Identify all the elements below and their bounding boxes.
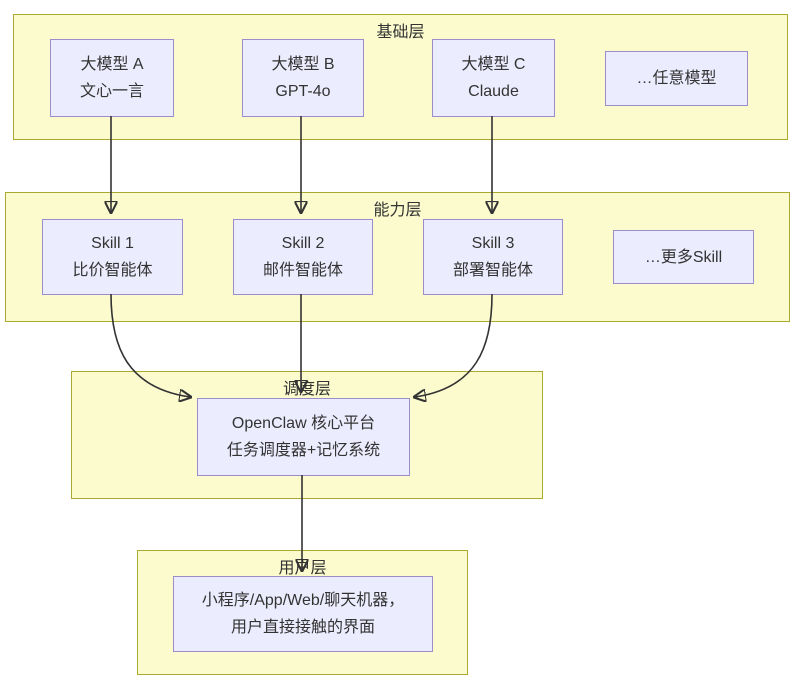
- layer-scheduling-label: 调度层: [282, 381, 331, 398]
- layer-user: 用户层 小程序/App/Web/聊天机器， 用户直接接触的界面: [137, 550, 468, 675]
- node-skill-2-line1: Skill 2: [281, 235, 325, 252]
- node-more-skills-line1: …更多Skill: [644, 248, 723, 266]
- node-skill-1: Skill 1 比价智能体: [42, 219, 183, 295]
- node-any-model-line1: …任意模型: [636, 70, 717, 87]
- node-skill-1-line1: Skill 1: [91, 235, 134, 252]
- node-model-c-line2: Claude: [468, 83, 519, 100]
- node-model-a: 大模型 A 文心一言: [50, 39, 174, 117]
- node-skill-3-line1: Skill 3: [471, 235, 515, 252]
- node-model-b-line2: GPT-4o: [275, 83, 331, 100]
- node-user-interface: 小程序/App/Web/聊天机器， 用户直接接触的界面: [173, 576, 433, 652]
- node-skill-3: Skill 3 部署智能体: [423, 219, 563, 295]
- node-user-interface-line2: 用户直接接触的界面: [230, 619, 375, 636]
- node-skill-2: Skill 2 邮件智能体: [233, 219, 373, 295]
- layer-foundation: 基础层 大模型 A 文心一言 大模型 B GPT-4o 大模型 C Claude…: [13, 14, 788, 140]
- node-model-c-line1: 大模型 C: [461, 56, 526, 73]
- layer-foundation-label: 基础层: [376, 24, 425, 41]
- node-model-b-line1: 大模型 B: [271, 56, 335, 73]
- node-openclaw-core-line1: OpenClaw 核心平台: [231, 415, 376, 432]
- node-openclaw-core-line2: 任务调度器+记忆系统: [226, 442, 381, 459]
- layer-capability-label: 能力层: [373, 202, 422, 219]
- layer-scheduling: 调度层 OpenClaw 核心平台 任务调度器+记忆系统: [71, 371, 543, 499]
- node-user-interface-line1: 小程序/App/Web/聊天机器，: [201, 592, 405, 609]
- node-any-model: …任意模型: [605, 51, 748, 106]
- node-openclaw-core: OpenClaw 核心平台 任务调度器+记忆系统: [197, 398, 410, 476]
- node-model-a-line1: 大模型 A: [80, 56, 144, 73]
- layer-user-label: 用户层: [278, 560, 327, 577]
- node-model-c: 大模型 C Claude: [432, 39, 555, 117]
- node-skill-3-line2: 部署智能体: [452, 262, 533, 279]
- node-model-a-line2: 文心一言: [79, 83, 144, 100]
- node-model-b: 大模型 B GPT-4o: [242, 39, 364, 117]
- node-more-skills: …更多Skill: [613, 230, 754, 284]
- node-skill-2-line2: 邮件智能体: [262, 262, 343, 279]
- node-skill-1-line2: 比价智能体: [72, 262, 153, 279]
- layer-capability: 能力层 Skill 1 比价智能体 Skill 2 邮件智能体 Skill 3 …: [5, 192, 790, 322]
